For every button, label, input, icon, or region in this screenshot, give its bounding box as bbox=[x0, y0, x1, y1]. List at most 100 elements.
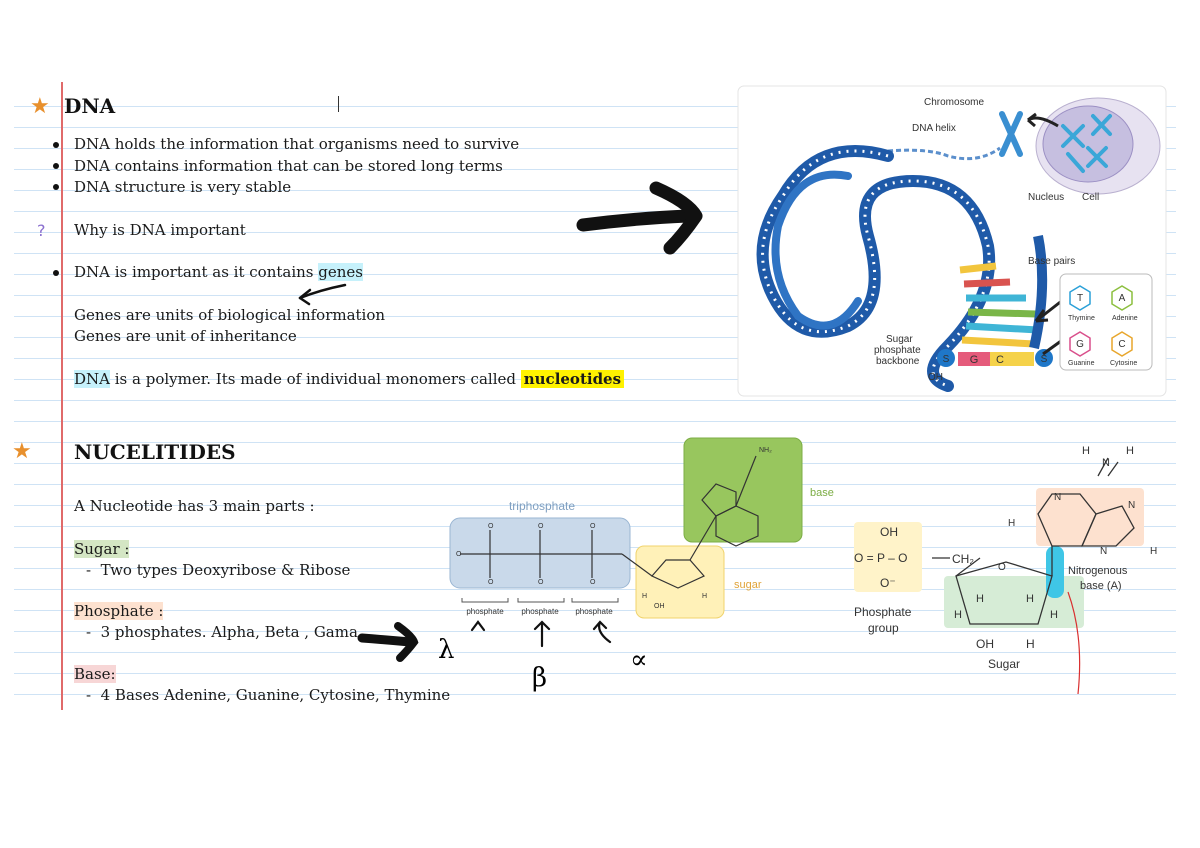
bullet-text: DNA structure is very stable bbox=[74, 178, 292, 196]
svg-text:H: H bbox=[1008, 518, 1015, 529]
svg-text:A: A bbox=[1119, 293, 1126, 304]
svg-text:O: O bbox=[998, 562, 1006, 573]
sugar-label: Sugar : bbox=[74, 540, 130, 558]
svg-text:NH₂: NH₂ bbox=[759, 447, 772, 454]
svg-text:H: H bbox=[702, 593, 707, 600]
label-oh: OH bbox=[928, 372, 943, 383]
svg-text:base: base bbox=[810, 487, 834, 499]
label-nucleus: Nucleus bbox=[1028, 192, 1064, 203]
svg-text:triphosphate: triphosphate bbox=[509, 499, 575, 513]
bullet-text: DNA holds the information that organisms… bbox=[74, 135, 520, 153]
label-dna-helix: DNA helix bbox=[912, 123, 956, 134]
beta-symbol: β bbox=[532, 663, 547, 693]
phosphate-detail: - 3 phosphates. Alpha, Beta , Gama bbox=[86, 623, 358, 641]
sugar-detail: - Two types Deoxyribose & Ribose bbox=[86, 561, 350, 579]
svg-text:N: N bbox=[1100, 546, 1107, 557]
bullet-dot bbox=[53, 270, 59, 276]
svg-text:OH: OH bbox=[976, 637, 994, 651]
svg-text:Phosphate: Phosphate bbox=[854, 605, 912, 619]
bullet-dot bbox=[53, 184, 59, 190]
nucleotide-figure: OH O = P – O O⁻ CH₂ Phosphate group O H … bbox=[854, 445, 1157, 695]
star-icon: ★ bbox=[30, 94, 50, 119]
svg-text:phosphate: phosphate bbox=[466, 607, 504, 616]
label-guanine: Guanine bbox=[1068, 360, 1095, 367]
svg-text:Nitrogenous: Nitrogenous bbox=[1068, 565, 1128, 577]
text-cursor bbox=[338, 96, 339, 112]
svg-text:O: O bbox=[590, 523, 596, 530]
genes-line: Genes are units of biological informatio… bbox=[74, 306, 386, 324]
svg-text:O⁻: O⁻ bbox=[880, 576, 896, 590]
svg-text:O: O bbox=[538, 579, 544, 586]
label-chromosome: Chromosome bbox=[924, 97, 984, 108]
svg-text:OH: OH bbox=[654, 603, 665, 610]
handwritten-labels: λ β ∝ bbox=[438, 620, 648, 693]
base-detail: - 4 Bases Adenine, Guanine, Cytosine, Th… bbox=[86, 686, 450, 704]
svg-text:base (A): base (A) bbox=[1080, 580, 1122, 592]
label-backbone: phosphate bbox=[874, 345, 921, 356]
svg-text:T: T bbox=[1077, 293, 1083, 304]
polymer-text-body: is a polymer. Its made of individual mon… bbox=[109, 370, 521, 388]
phosphate-detail-text: 3 phosphates. Alpha, Beta , Gama bbox=[100, 623, 358, 641]
svg-text:O: O bbox=[590, 579, 596, 586]
label-backbone: backbone bbox=[876, 356, 920, 367]
svg-text:C: C bbox=[1118, 339, 1125, 350]
svg-text:N: N bbox=[1128, 500, 1135, 511]
question-text: Why is DNA important bbox=[74, 221, 246, 239]
dash: - bbox=[86, 623, 92, 641]
svg-text:OH: OH bbox=[880, 525, 898, 539]
polymer-text: DNA is a polymer. Its made of individual… bbox=[74, 370, 625, 388]
svg-text:G: G bbox=[970, 354, 979, 366]
svg-text:H: H bbox=[1082, 445, 1090, 457]
phosphate-label: Phosphate : bbox=[74, 602, 164, 620]
bullet-text: DNA contains information that can be sto… bbox=[74, 157, 503, 175]
svg-text:O: O bbox=[488, 579, 494, 586]
margin-line bbox=[61, 82, 63, 710]
svg-text:group: group bbox=[868, 621, 899, 635]
svg-text:N: N bbox=[1102, 457, 1110, 469]
bullet-text-prefix: DNA is important as it contains bbox=[74, 263, 319, 281]
gamma-symbol: λ bbox=[438, 635, 454, 665]
svg-text:H: H bbox=[976, 593, 984, 605]
svg-text:H: H bbox=[1126, 445, 1134, 457]
svg-text:S: S bbox=[943, 354, 950, 365]
alpha-symbol: ∝ bbox=[630, 645, 648, 675]
dna-structure-figure: S G C S T A G C Chromosome DNA helix Nuc… bbox=[737, 85, 1167, 397]
base-label: Base: bbox=[74, 665, 116, 683]
svg-text:H: H bbox=[954, 609, 962, 621]
star-icon: ★ bbox=[12, 439, 32, 464]
svg-text:H: H bbox=[1050, 609, 1058, 621]
svg-text:CH₂: CH₂ bbox=[952, 552, 974, 566]
svg-text:G: G bbox=[1076, 339, 1084, 350]
question-icon: ? bbox=[37, 221, 46, 240]
dash: - bbox=[86, 686, 92, 704]
highlight-nucleotides: nucleotides bbox=[520, 370, 625, 388]
svg-text:H: H bbox=[1150, 546, 1157, 557]
bullet-dot bbox=[53, 163, 59, 169]
svg-text:S: S bbox=[1041, 354, 1048, 365]
label-cytosine: Cytosine bbox=[1110, 360, 1137, 367]
svg-text:O = P – O: O = P – O bbox=[854, 551, 907, 565]
label-backbone: Sugar bbox=[886, 334, 913, 345]
highlight-genes: genes bbox=[318, 263, 363, 281]
svg-text:N: N bbox=[1054, 492, 1061, 503]
svg-text:phosphate: phosphate bbox=[575, 607, 613, 616]
sugar-detail-text: Two types Deoxyribose & Ribose bbox=[100, 561, 351, 579]
svg-text:phosphate: phosphate bbox=[521, 607, 559, 616]
genes-line: Genes are unit of inheritance bbox=[74, 327, 297, 345]
svg-text:O: O bbox=[488, 523, 494, 530]
label-cell: Cell bbox=[1082, 192, 1099, 203]
label-adenine: Adenine bbox=[1112, 315, 1138, 322]
svg-text:C: C bbox=[996, 354, 1004, 366]
atp-figure: triphosphate sugar base NH₂ O O O O O O … bbox=[449, 437, 834, 619]
label-base-pairs: Base pairs bbox=[1028, 256, 1075, 267]
svg-text:H: H bbox=[642, 593, 647, 600]
svg-text:H: H bbox=[1026, 637, 1035, 651]
phosphate-arrow-icon bbox=[357, 622, 419, 662]
intro-text: A Nucleotide has 3 main parts : bbox=[74, 497, 315, 515]
bullet-text: DNA is important as it contains genes bbox=[74, 263, 363, 281]
section-heading-dna: DNA bbox=[64, 94, 116, 118]
bullet-dot bbox=[53, 142, 59, 148]
svg-text:Sugar: Sugar bbox=[988, 657, 1020, 671]
handwritten-arrow-icon bbox=[298, 283, 347, 306]
svg-text:H: H bbox=[1026, 593, 1034, 605]
